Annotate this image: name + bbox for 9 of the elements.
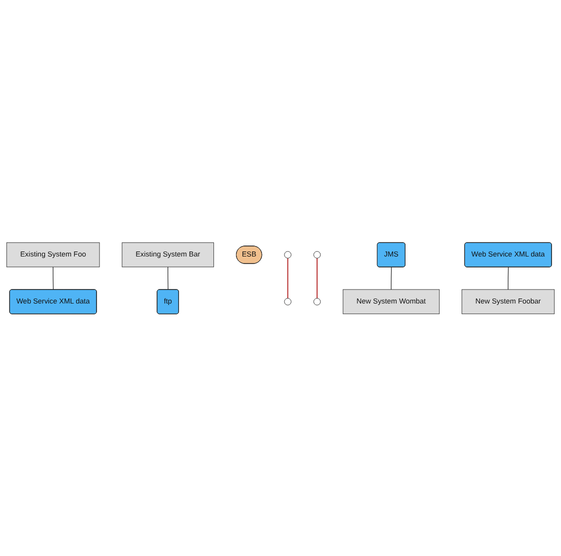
connector	[508, 266, 509, 290]
node-circle	[284, 250, 292, 258]
node-circle	[313, 298, 321, 306]
node-circle	[313, 250, 321, 258]
connector	[390, 266, 392, 290]
node-circle	[284, 298, 292, 306]
connector	[52, 266, 54, 290]
connector	[287, 257, 288, 299]
connector	[316, 257, 318, 299]
